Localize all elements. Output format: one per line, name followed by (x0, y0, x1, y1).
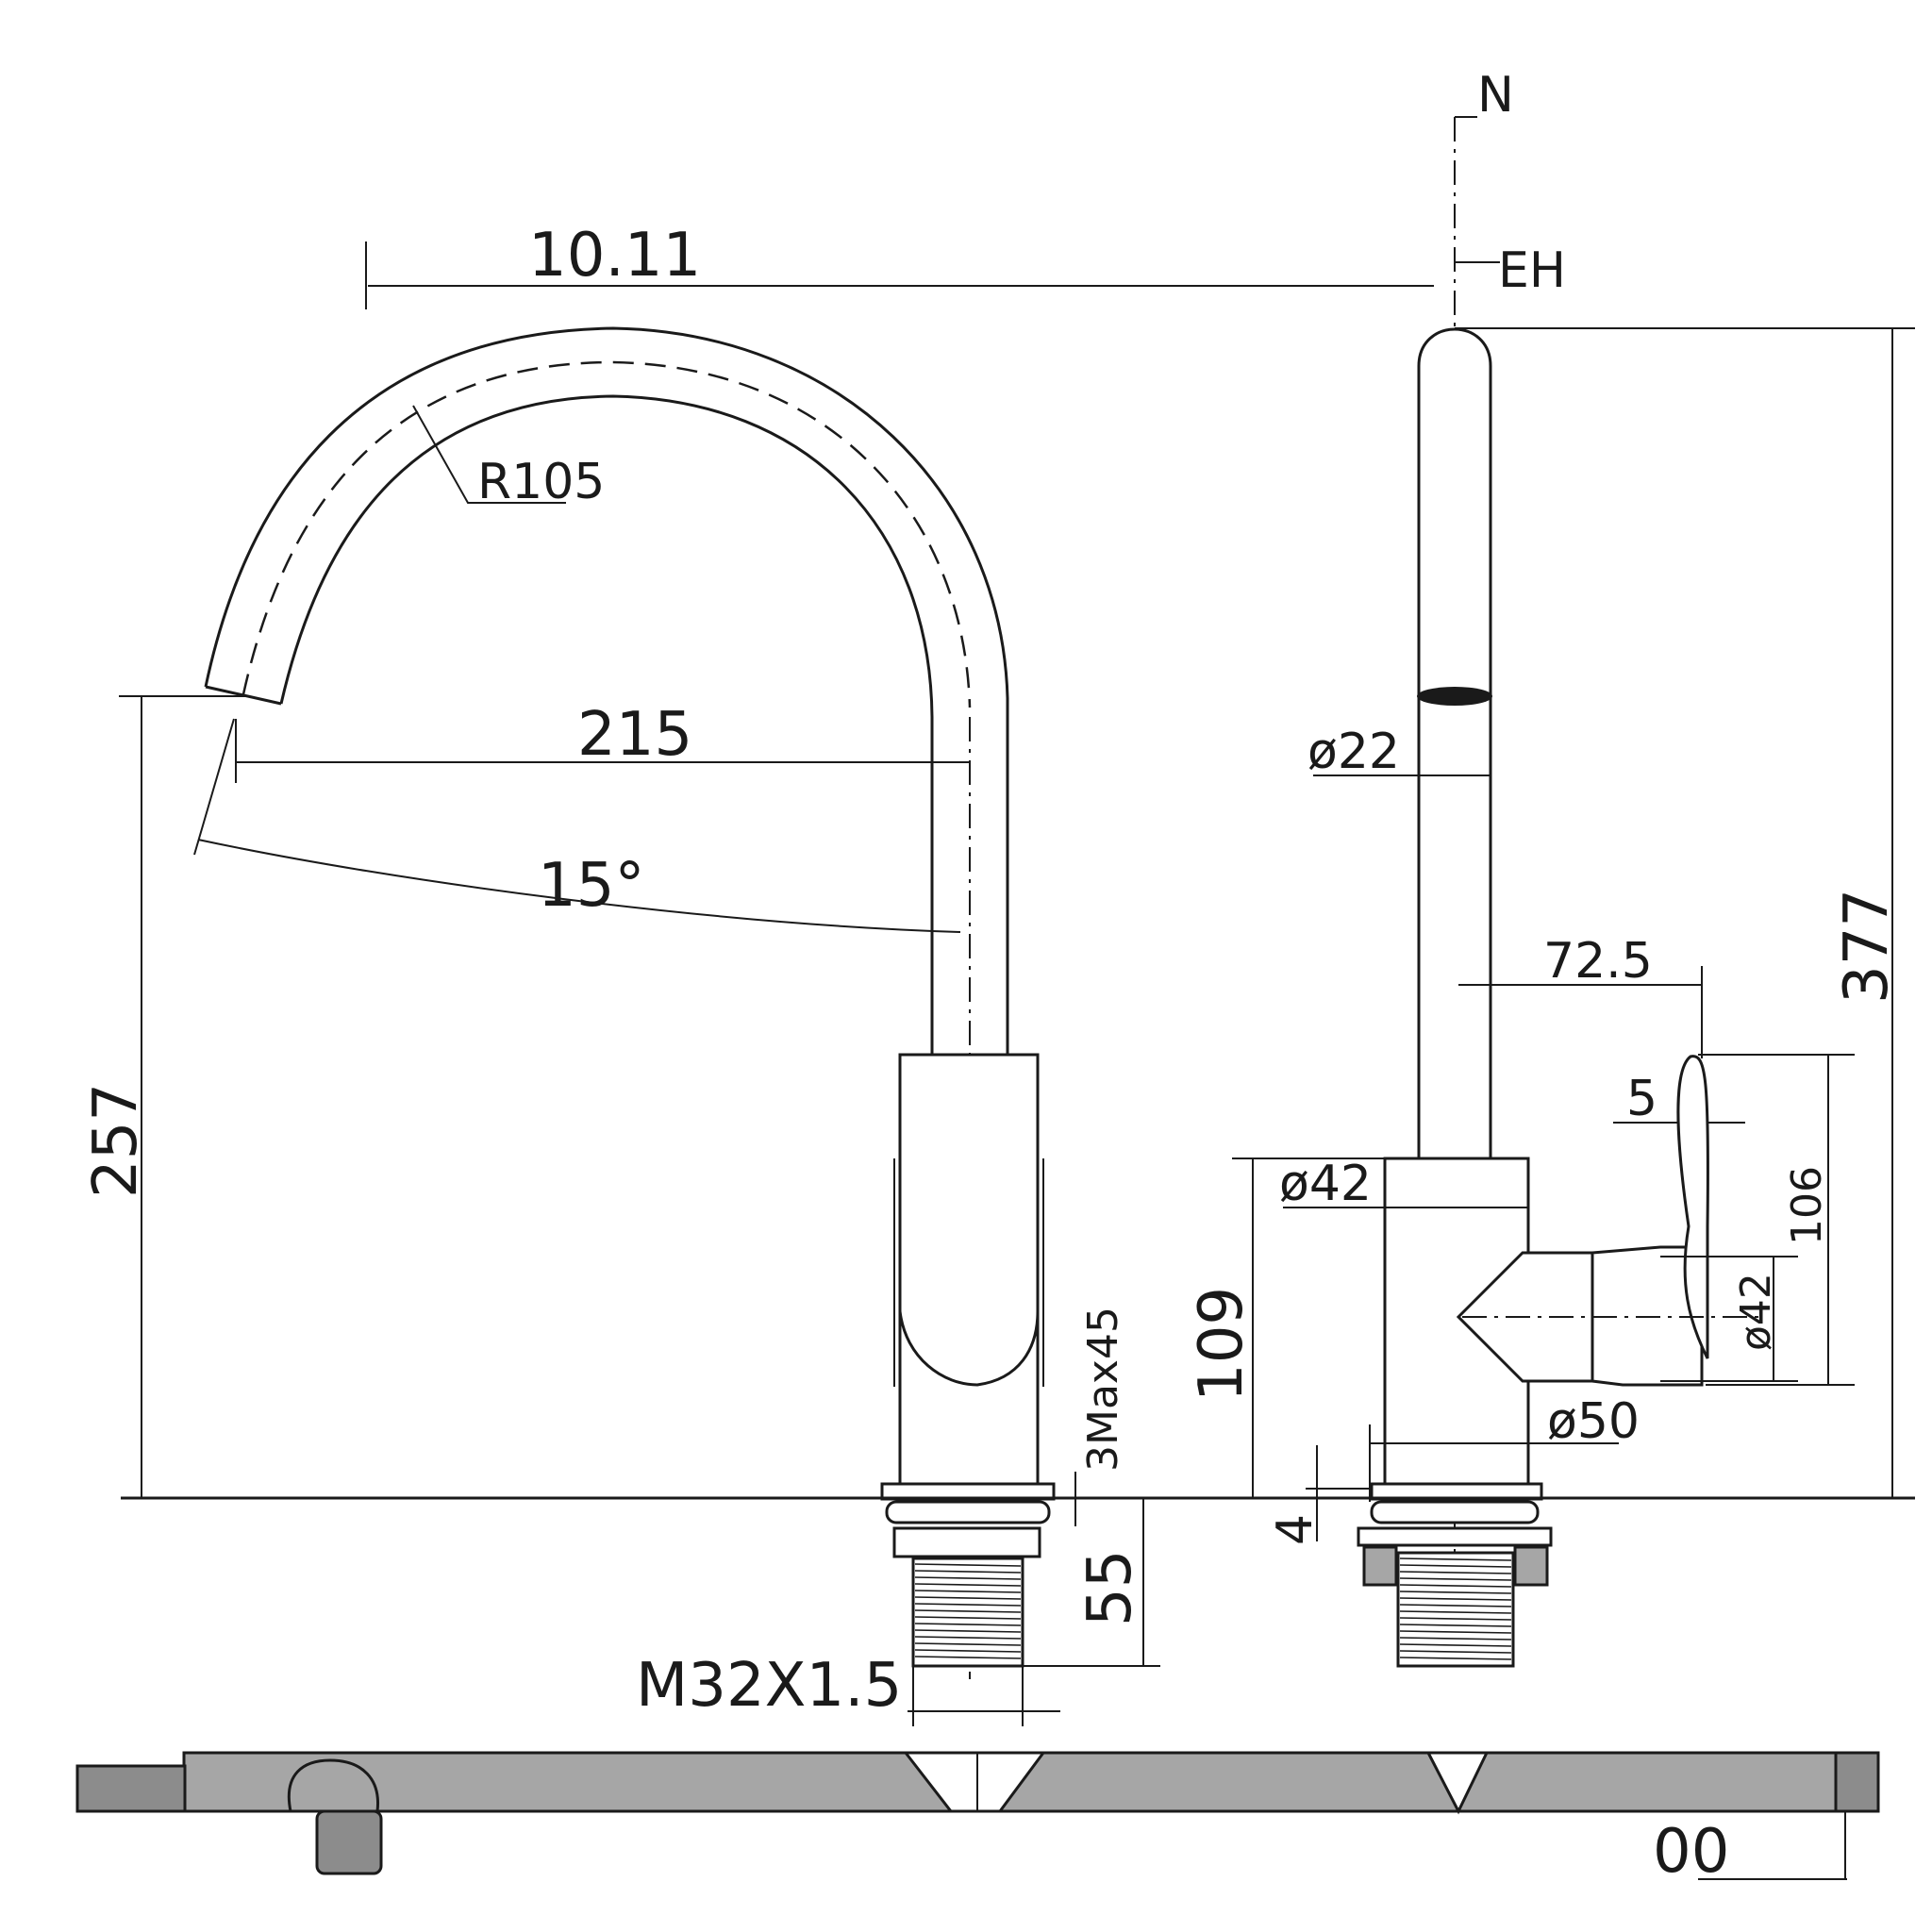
thread-line (1399, 1610, 1512, 1614)
thread-line (1399, 1557, 1512, 1561)
handle-diameter-label: ø42 (1732, 1273, 1780, 1351)
thread-line (1399, 1617, 1512, 1621)
bottom-label: 00 (1653, 1817, 1729, 1887)
thread-line (1399, 1564, 1512, 1568)
base-diameter-label: ø50 (1547, 1393, 1640, 1450)
lever-height-label: 106 (1783, 1166, 1831, 1245)
thread-line (1399, 1637, 1512, 1641)
side-top-mark: N (1477, 67, 1514, 124)
thread-line (1399, 1597, 1512, 1601)
spout-centerline-dashed (242, 360, 972, 708)
body-diameter-label: ø42 (1279, 1156, 1372, 1212)
base-plate-label: 4 (1267, 1514, 1324, 1545)
countertop-section: 00 (75, 1751, 1880, 1887)
countertop-edge-right (1834, 1751, 1880, 1813)
front-lever-handle (898, 1158, 1040, 1387)
mounting-hole-front (902, 1751, 1046, 1813)
side-washer (1370, 1500, 1540, 1524)
thread-line (914, 1609, 1022, 1613)
thread-line (914, 1583, 1022, 1587)
side-spout-aerator (1417, 687, 1492, 706)
thread-line (914, 1616, 1022, 1620)
spout-height-label: 257 (81, 1083, 151, 1198)
front-view: R105 10.11 215 15° 257 3Max45 (81, 221, 1434, 1726)
lever-thickness-label: 5 (1626, 1071, 1657, 1127)
thread-line (914, 1642, 1022, 1646)
mounting-hole-side (1425, 1751, 1490, 1815)
thread-line (1399, 1650, 1512, 1654)
side-spout (1417, 327, 1492, 1158)
spout-outer-contour (204, 326, 1009, 1055)
thread-line (914, 1563, 1022, 1567)
side-threaded-shank (1396, 1551, 1515, 1668)
clamp-fitting (287, 1758, 379, 1813)
clamp-stem (315, 1809, 383, 1875)
thread-line (914, 1629, 1022, 1633)
shank-label: 55 (1075, 1550, 1145, 1626)
side-view: N EH ø22 377 72.5 5 106 (1187, 67, 1915, 1668)
side-bracket-left (1362, 1545, 1398, 1587)
thread-line (914, 1623, 1022, 1626)
thread-max-label: 3Max45 (1079, 1307, 1127, 1472)
side-top-mark2: EH (1498, 242, 1566, 299)
thread-line (914, 1590, 1022, 1593)
side-lever-blade (1676, 1055, 1709, 1359)
thread-line (1399, 1571, 1512, 1574)
thread-line (1399, 1657, 1512, 1660)
thread-line (914, 1603, 1022, 1607)
thread-line (1399, 1604, 1512, 1607)
spout-diameter-label: ø22 (1307, 724, 1400, 780)
thread-spec-label: M32X1.5 (636, 1651, 902, 1721)
top-dimension-label: 10.11 (528, 221, 701, 291)
radius-leader (412, 405, 566, 504)
front-body (898, 1053, 1040, 1486)
thread-line (914, 1596, 1022, 1600)
lever-reach-label: 72.5 (1543, 933, 1653, 990)
spout-inner-contour (279, 394, 934, 1055)
thread-line (1399, 1643, 1512, 1647)
thread-line (1399, 1577, 1512, 1581)
thread-line (914, 1649, 1022, 1653)
side-thread-lines (1399, 1557, 1512, 1660)
angle-arc (197, 839, 961, 933)
angle-extension-line (193, 718, 235, 856)
angle-label: 15° (538, 851, 644, 921)
thread-line (1399, 1630, 1512, 1634)
body-height-label: 109 (1187, 1287, 1257, 1402)
thread-line (1399, 1624, 1512, 1627)
front-washer (885, 1500, 1051, 1524)
side-bracket-right (1513, 1545, 1549, 1587)
front-nut (892, 1526, 1041, 1558)
thread-line (914, 1570, 1022, 1574)
radius-label: R105 (477, 454, 605, 510)
thread-line (914, 1636, 1022, 1640)
countertop-edge-left (75, 1764, 187, 1813)
thread-line (1399, 1591, 1512, 1594)
front-thread-lines (914, 1563, 1022, 1659)
thread-line (1399, 1584, 1512, 1588)
side-nut (1357, 1526, 1553, 1547)
thread-line (914, 1656, 1022, 1659)
overall-height-label: 377 (1832, 889, 1902, 1004)
reach-label: 215 (577, 700, 692, 770)
thread-line (914, 1576, 1022, 1580)
